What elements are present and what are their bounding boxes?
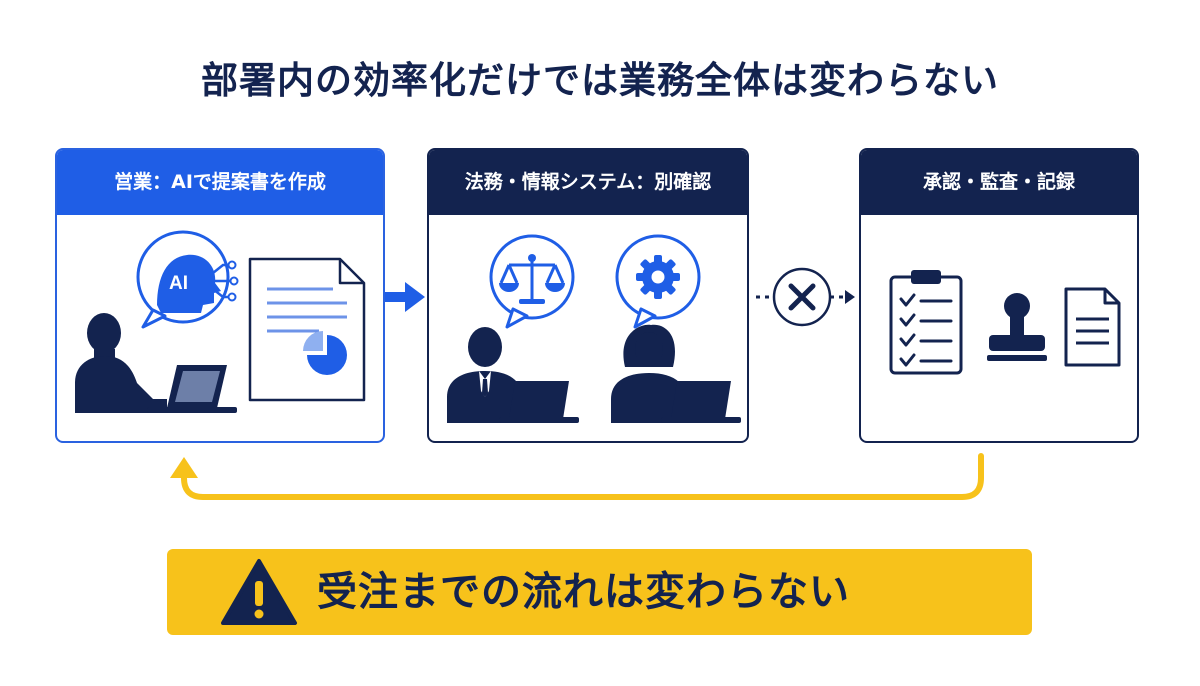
approve-panel-header: 承認・監査・記録 (861, 150, 1137, 215)
blocked-x-icon (772, 267, 832, 327)
gear-icon (615, 234, 701, 329)
sales-panel-body: AI (57, 215, 383, 441)
sales-panel: 営業：AIで提案書を作成 AI (55, 148, 385, 443)
legal-panel-header: 法務・情報システム：別確認 (429, 150, 747, 215)
stamp-icon (987, 293, 1047, 361)
return-loop-arrow (170, 453, 984, 500)
warning-icon (221, 559, 297, 625)
sales-panel-header: 営業：AIで提案書を作成 (57, 150, 383, 215)
warning-banner: 受注までの流れは変わらない (167, 549, 1032, 635)
ai-head-icon: AI (136, 230, 239, 329)
checklist-icon (889, 270, 963, 375)
dotted-connector (756, 290, 855, 304)
approve-panel-body (861, 215, 1137, 441)
scales-icon (489, 234, 575, 329)
document-icon (1064, 287, 1121, 367)
arrow-sales-to-legal (385, 282, 425, 312)
legal-panel: 法務・情報システム：別確認 (427, 148, 749, 443)
document-chart-icon (248, 257, 366, 402)
approve-panel: 承認・監査・記録 (859, 148, 1139, 443)
legal-panel-body (429, 215, 747, 441)
woman-laptop-icon (611, 324, 741, 423)
ai-badge-label: AI (169, 273, 188, 294)
man-laptop-icon (447, 327, 579, 423)
page-title: 部署内の効率化だけでは業務全体は変わらない (201, 59, 999, 102)
person-laptop-icon (75, 313, 237, 413)
banner-text: 受注までの流れは変わらない (317, 569, 850, 615)
